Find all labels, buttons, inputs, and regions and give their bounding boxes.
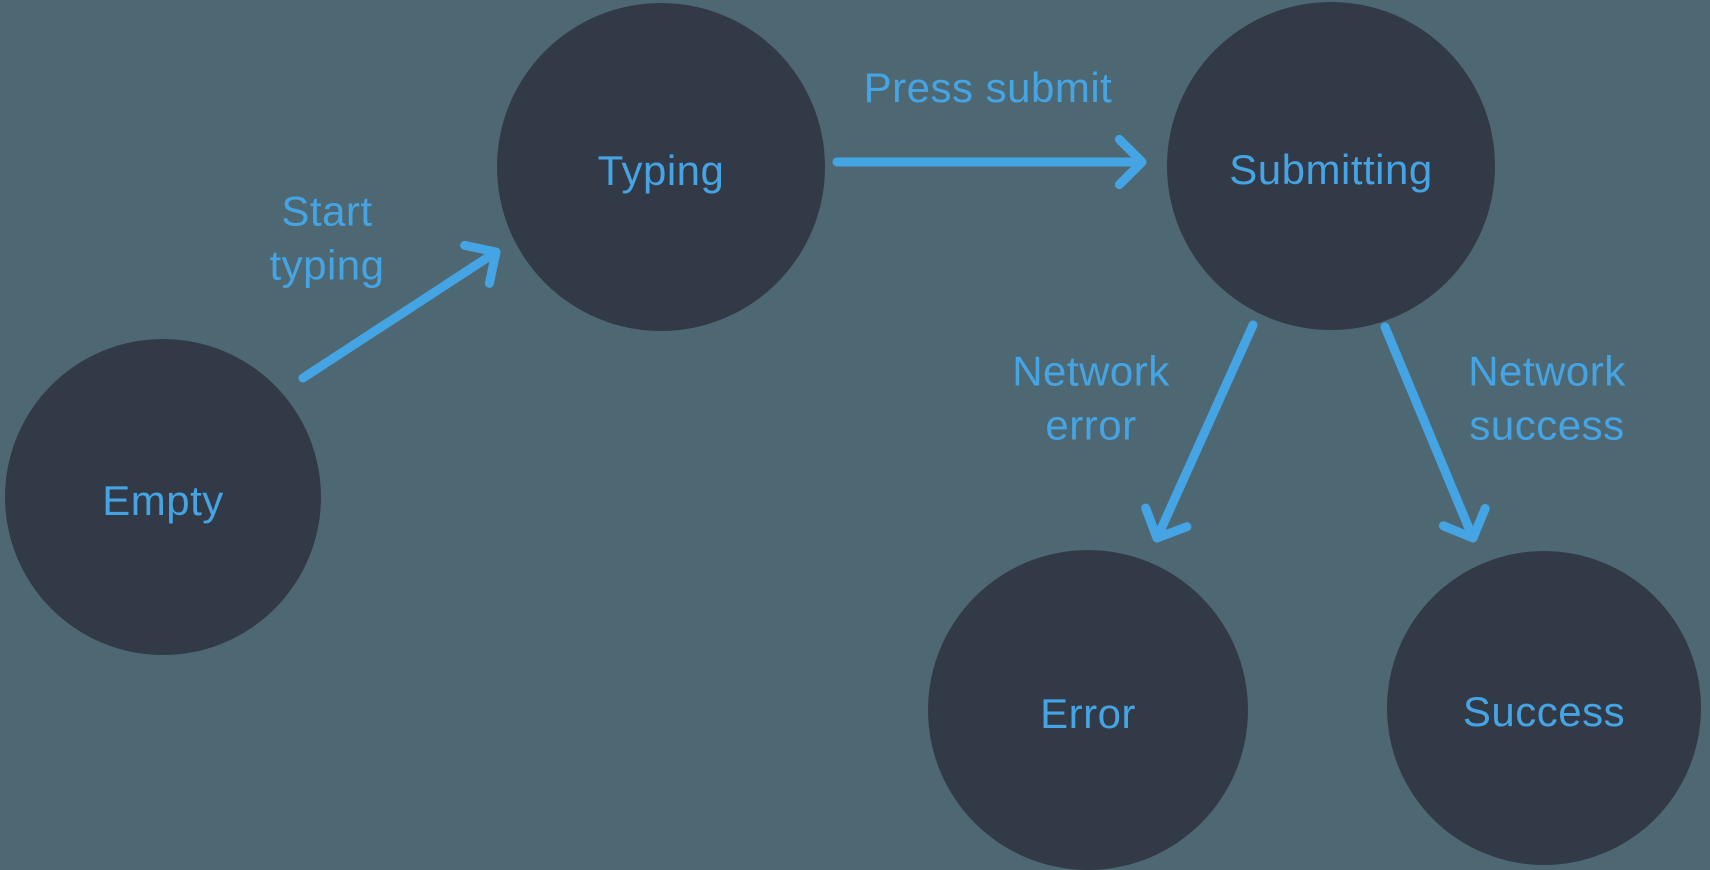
- transition-arrow-network-error: [1141, 320, 1258, 543]
- transition-label-network-error: Network error: [1012, 347, 1170, 448]
- transition-arrow-start-typing: [298, 240, 501, 383]
- state-node-typing: Typing: [497, 3, 825, 331]
- arrow-head: [460, 240, 501, 288]
- state-node-label: Typing: [597, 147, 725, 194]
- transition-arrow-press-submit: [832, 134, 1147, 190]
- arrow-head: [1438, 503, 1490, 543]
- state-node-label: Success: [1462, 688, 1626, 735]
- state-node-label: Submitting: [1229, 146, 1433, 193]
- state-node-empty: Empty: [5, 339, 321, 655]
- state-node-error: Error: [928, 550, 1248, 870]
- transition-arrow-network-success: [1380, 322, 1490, 543]
- state-node-success: Success: [1387, 551, 1701, 865]
- arrow-shaft: [1380, 322, 1475, 536]
- transition-label-network-success: Network success: [1468, 347, 1626, 448]
- transition-label-start-typing: Start typing: [269, 187, 385, 288]
- state-node-label: Empty: [102, 477, 224, 524]
- transition-label-press-submit: Press submit: [863, 64, 1113, 112]
- arrow-shaft: [298, 251, 494, 383]
- arrow-head: [1114, 134, 1147, 190]
- arrow-shaft: [1155, 320, 1258, 536]
- arrow-head: [1141, 503, 1192, 543]
- state-node-label: Error: [1040, 690, 1136, 737]
- state-node-submitting: Submitting: [1167, 2, 1495, 330]
